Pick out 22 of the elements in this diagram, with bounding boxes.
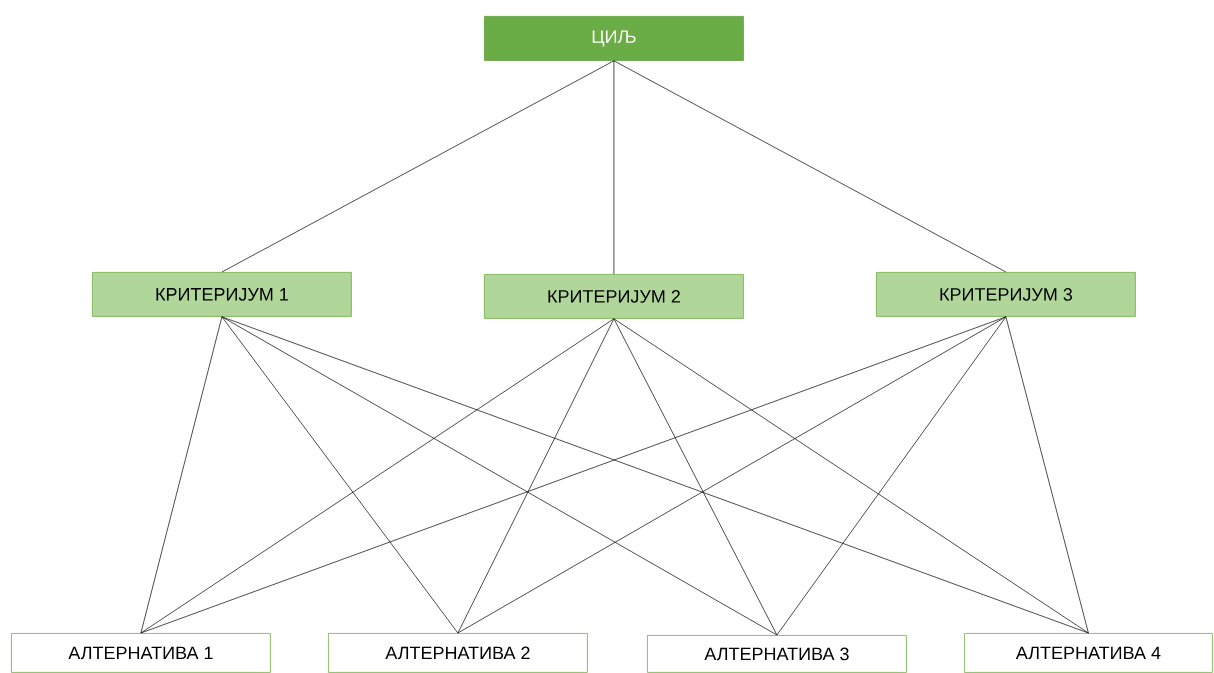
criterion-box: КРИТЕРИЈУМ 1 [92,272,352,317]
connector-line [457,316,1007,634]
connector-line [457,318,615,634]
connector-line [613,318,1089,634]
connector-line [221,60,615,273]
connector-line [613,60,615,275]
goal-box: ЦИЉ [484,16,744,61]
connector-line [613,60,1007,273]
connector-line [221,316,1089,634]
alternative-box: АЛТЕРНАТИВА 3 [647,635,907,673]
connector-line [140,318,615,634]
connector-line [776,316,1007,636]
alternative-box: АЛТЕРНАТИВА 1 [11,633,271,673]
connector-line [613,318,778,636]
connector-line [221,316,459,634]
connector-line [1005,316,1089,634]
criterion-box: КРИТЕРИЈУМ 3 [876,272,1136,317]
connector-line [140,316,223,634]
alternative-box: АЛТЕРНАТИВА 2 [328,633,588,673]
alternative-box: АЛТЕРНАТИВА 4 [964,633,1213,673]
connector-line [221,316,778,636]
criterion-box: КРИТЕРИЈУМ 2 [484,274,744,319]
